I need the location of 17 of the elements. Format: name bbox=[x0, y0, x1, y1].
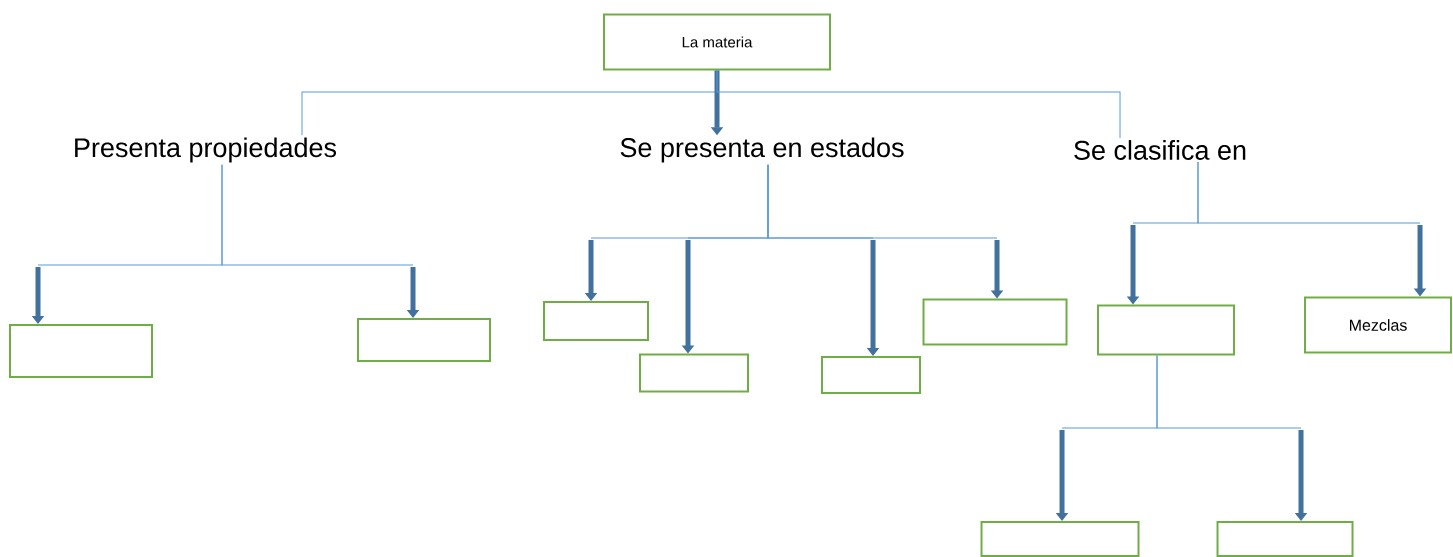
empty-box bbox=[9, 324, 153, 378]
arrow bbox=[221, 164, 420, 318]
connector-line bbox=[716, 70, 1121, 139]
empty-box bbox=[543, 301, 649, 341]
concept-box: La materia bbox=[603, 13, 831, 71]
empty-box bbox=[639, 353, 749, 393]
concept-label: Se clasifica en bbox=[1074, 140, 1246, 160]
empty-box bbox=[1216, 521, 1354, 557]
empty-box bbox=[980, 521, 1140, 557]
empty-box bbox=[922, 298, 1068, 346]
empty-box bbox=[821, 356, 921, 394]
empty-box bbox=[1097, 304, 1235, 356]
concept-box: Mezclas bbox=[1304, 296, 1452, 354]
concept-label: Se presenta en estados bbox=[620, 137, 904, 163]
arrow bbox=[1156, 355, 1308, 521]
concept-label: Presenta propiedades bbox=[75, 137, 337, 163]
empty-box bbox=[357, 318, 491, 362]
